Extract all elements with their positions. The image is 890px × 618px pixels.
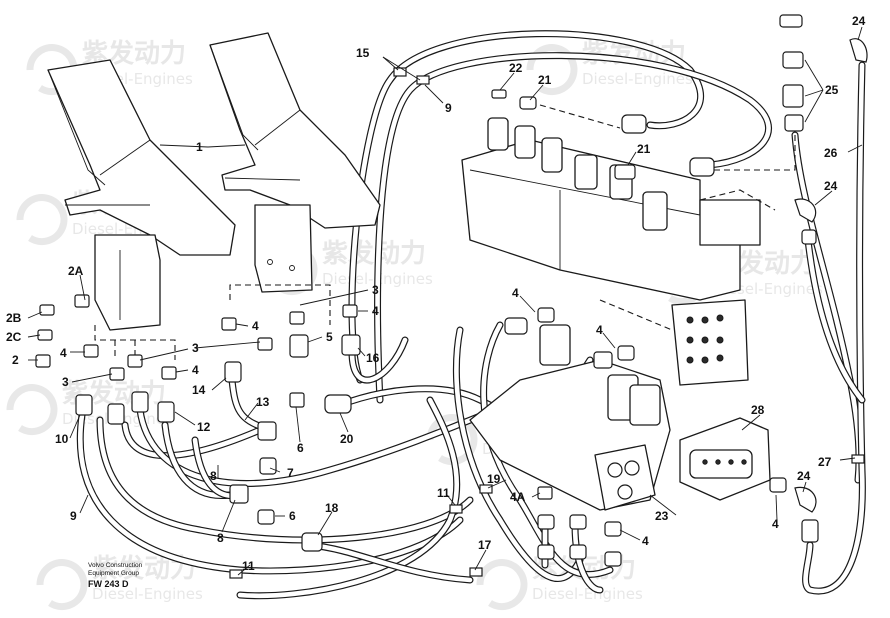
part-label: 4 <box>192 363 199 377</box>
part-label: 17 <box>478 538 492 552</box>
part-label: 4 <box>642 534 649 548</box>
part-label: 3 <box>62 375 69 389</box>
watermark-text-en: Diesel-Engines <box>92 585 203 603</box>
part-label: 19 <box>487 472 501 486</box>
part-label: 25 <box>825 83 839 97</box>
part-label: 2 <box>12 353 19 367</box>
watermark-logo-icon <box>476 559 528 611</box>
part-label: 14 <box>192 383 206 397</box>
drawing-footer: Volvo Construction Equipment Group FW 24… <box>88 562 143 589</box>
part-label: 21 <box>538 73 552 87</box>
part-label: 8 <box>210 469 217 483</box>
footer-company-line1: Volvo Construction <box>88 562 143 569</box>
part-label: 4 <box>512 286 519 300</box>
part-label: 3 <box>192 341 199 355</box>
part-label: 7 <box>287 466 294 480</box>
valve-block-lower <box>469 299 749 511</box>
valve-block-upper <box>461 117 776 301</box>
watermark-text-cn: 紫发动力 <box>322 238 426 269</box>
part-label: 8 <box>217 531 224 545</box>
leader-lines <box>27 26 863 576</box>
part-label: 26 <box>824 146 838 160</box>
part-label: 15 <box>356 46 370 60</box>
part-label: 4 <box>252 319 259 333</box>
part-label: 21 <box>637 142 651 156</box>
part-label: 20 <box>340 432 354 446</box>
part-label: 5 <box>326 330 333 344</box>
part-label: 13 <box>256 395 270 409</box>
fittings <box>35 14 868 579</box>
part-label: 11 <box>242 559 255 573</box>
part-label: 10 <box>55 432 69 446</box>
part-label: 9 <box>70 509 77 523</box>
watermark-text-en: Diesel-Engines <box>582 70 693 88</box>
part-label: 16 <box>366 351 380 365</box>
part-label: 4 <box>372 304 379 318</box>
part-labels: 1 2A 2B 2C 2 4 3 3 4 4 3 4 5 14 16 13 6 … <box>6 14 866 573</box>
part-label: 2A <box>68 264 84 278</box>
part-label: 24 <box>852 14 866 28</box>
part-label: 6 <box>297 441 304 455</box>
part-label: 24 <box>824 179 838 193</box>
connector-28 <box>679 417 771 501</box>
part-label: 2C <box>6 330 22 344</box>
watermark-text-en: Diesel-Engines <box>532 585 643 603</box>
part-label: 28 <box>751 403 765 417</box>
part-label: 4 <box>772 517 779 531</box>
part-label: 4 <box>596 323 603 337</box>
part-label: 2B <box>6 311 22 325</box>
dashed-connections <box>94 104 796 360</box>
part-label: 12 <box>197 420 211 434</box>
watermark-logo-icon <box>16 194 68 246</box>
part-label: 6 <box>289 509 296 523</box>
part-label: 22 <box>509 61 523 75</box>
footer-company-line2: Equipment Group <box>88 570 139 577</box>
watermark-logo-icon <box>36 559 88 611</box>
part-label: 27 <box>818 455 832 469</box>
part-label: 18 <box>325 501 339 515</box>
hose-lines <box>76 30 866 600</box>
part-label: 3 <box>372 283 379 297</box>
part-label: 24 <box>797 469 811 483</box>
pedal-left <box>47 59 236 331</box>
part-label: 9 <box>445 101 452 115</box>
watermark-logo-icon <box>6 384 58 436</box>
part-label: 4A <box>510 490 526 504</box>
part-label: 4 <box>60 346 67 360</box>
part-label: 11 <box>437 486 450 500</box>
footer-drawing-code: FW 243 D <box>88 579 129 589</box>
part-label: 23 <box>655 509 669 523</box>
pedal-right <box>209 32 381 293</box>
part-label: 1 <box>196 140 203 154</box>
